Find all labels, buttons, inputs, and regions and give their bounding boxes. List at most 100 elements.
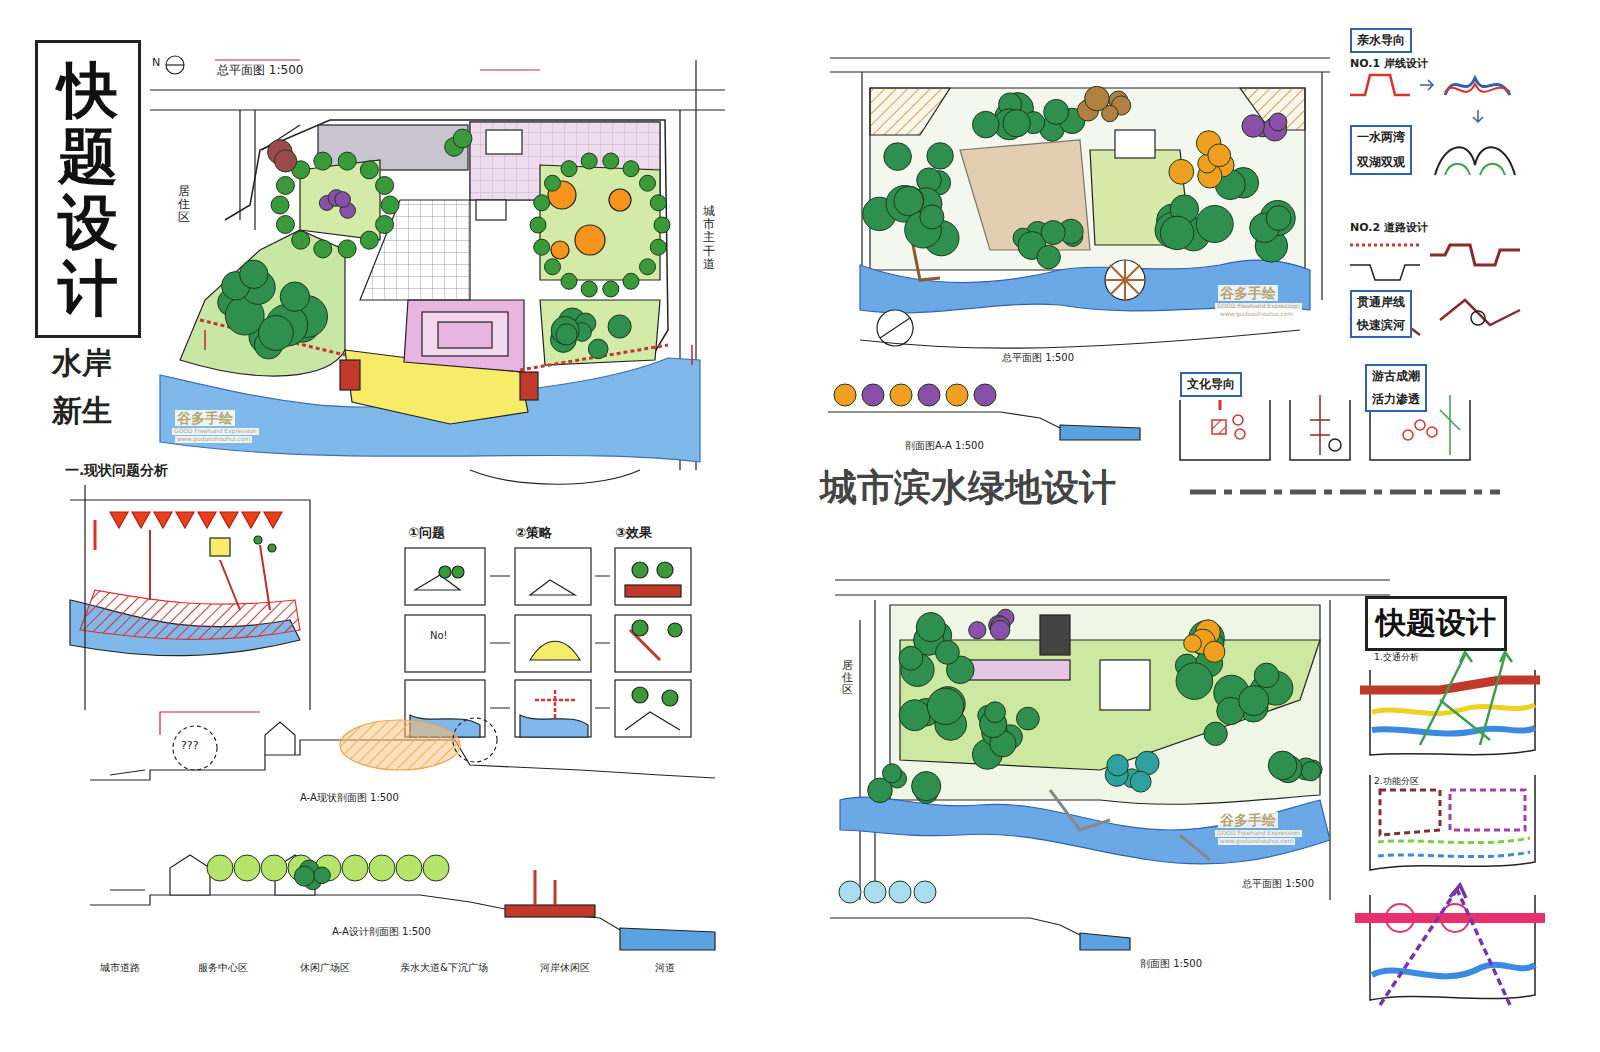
strategy-sketches-part: [1350, 265, 1420, 280]
tree-canopy: [207, 855, 233, 881]
strategy-sketches-part: [1440, 300, 1520, 325]
analysis-sketch-part: [268, 544, 276, 552]
tree-canopy: [946, 384, 968, 406]
text-box: 快题设计: [35, 40, 141, 338]
tree-canopy: [1041, 221, 1065, 245]
tree-canopy: [973, 111, 1000, 138]
box-heading: 快题设计: [1376, 603, 1496, 644]
tree-canopy: [1254, 663, 1279, 688]
tree-canopy: [423, 855, 449, 881]
tree-canopy: [530, 217, 546, 233]
left-plan-part: [540, 300, 660, 365]
tree-canopy: [534, 239, 550, 255]
tree-canopy: [1130, 771, 1151, 792]
tree-canopy: [650, 239, 666, 255]
tree-canopy: [261, 855, 287, 881]
right-top-plan-part: [1105, 260, 1145, 300]
analysis-diagrams-part: [1460, 652, 1512, 662]
strategy-grid-part: [625, 585, 681, 597]
analysis-diagrams-part: [1420, 655, 1505, 745]
strategy-sketches-part: [1435, 147, 1515, 175]
tree-canopy: [1044, 99, 1069, 124]
strategy-grid-part: [405, 615, 485, 672]
right-top-plan-part: [880, 318, 910, 338]
left-plan-part: [180, 230, 345, 376]
text-box: 快题设计: [1365, 596, 1507, 651]
tree-canopy: [884, 143, 912, 171]
right-top-plan-part: [1115, 130, 1155, 158]
left-plan-part: [476, 200, 506, 220]
strategy-grid-part: [625, 712, 680, 730]
watermark: www.guduoshouhui.com: [1218, 311, 1295, 318]
left-plan-part: [404, 300, 524, 372]
tree-canopy: [1169, 159, 1194, 184]
tree-canopy: [342, 855, 368, 881]
zone-label: 城市道路: [100, 962, 140, 974]
tree-canopy: [360, 161, 378, 179]
right-bottom-plan-part: [970, 660, 1070, 680]
tree-canopy: [1301, 762, 1320, 781]
strategy-grid-part: [662, 690, 678, 706]
area-name: 居住区: [842, 660, 853, 696]
analysis-sketch-part: [210, 538, 230, 556]
tree-canopy: [1196, 206, 1233, 243]
right-bottom-section: [830, 918, 1130, 950]
tree-canopy: [369, 855, 395, 881]
analysis-sketch-part-part: [242, 512, 260, 528]
analysis-diagrams-part: [1450, 790, 1525, 830]
analysis-sketch-part-part: [198, 512, 216, 528]
tree-canopy: [623, 273, 639, 289]
section-existing-part: [173, 726, 217, 770]
tree-canopy: [890, 384, 912, 406]
tree-canopy: [1268, 751, 1297, 780]
section-existing-part: [160, 712, 260, 735]
tree-canopy: [918, 384, 940, 406]
tree-canopy: [292, 231, 310, 249]
strategy-grid-part: [515, 615, 591, 672]
section-existing-part: [453, 718, 497, 762]
tree-canopy: [1239, 686, 1269, 716]
section-heading: 一.现状问题分析: [65, 462, 168, 478]
tree-canopy: [650, 195, 666, 211]
strategy-grid: [405, 548, 691, 737]
tree-canopy: [883, 764, 902, 783]
tree-canopy: [314, 240, 332, 258]
tree-canopies: [207, 86, 1322, 903]
strategy-grid-part: [615, 548, 691, 605]
strategy-sketches-part: [1471, 311, 1485, 325]
tree-canopy: [338, 240, 356, 258]
analysis-sketch-part: [94, 520, 97, 550]
strategy-grid-part: [668, 623, 682, 637]
drawing-title: A-A设计剖面图 1:500: [330, 926, 433, 938]
box-heading: 亲水导向: [1357, 32, 1405, 49]
left-plan-part: [609, 189, 631, 211]
tree-canopy: [1107, 755, 1128, 776]
strategy-grid-part: [530, 641, 580, 660]
column-heading: ②策略: [515, 526, 552, 541]
analysis-sketch-part-part: [110, 512, 128, 528]
drawing-title: 剖面图 1:500: [1140, 958, 1202, 970]
tree-canopy: [912, 772, 941, 801]
tree-canopy: [899, 646, 923, 670]
tree-canopy: [1184, 635, 1202, 653]
tree-canopy: [927, 688, 963, 724]
tree-canopy: [936, 641, 960, 665]
right-bottom-plan-part: [1100, 660, 1150, 710]
left-plan-part: [470, 470, 640, 484]
strategy-sketches-part: [1415, 420, 1425, 430]
tree-canopy: [453, 129, 472, 148]
right-bottom-plan-part: [1180, 835, 1210, 860]
column-heading: ①问题: [408, 526, 445, 541]
tree-canopy: [1204, 722, 1227, 745]
strategy-grid-part: [415, 575, 460, 590]
zone-label: 河道: [655, 962, 675, 974]
diagram-heading: 2.功能分区: [1372, 776, 1421, 786]
watermark: 谷多手绘: [1218, 285, 1278, 301]
right-bottom-plan-part: [840, 797, 1330, 864]
strategy-grid-part: [657, 562, 673, 578]
strategy-sketches-part: [1233, 415, 1243, 425]
zone-label: 河岸休闲区: [540, 962, 590, 974]
north-mark: N: [152, 57, 160, 70]
tree-canopy: [889, 881, 911, 903]
strategy-grid-part: [520, 715, 588, 737]
